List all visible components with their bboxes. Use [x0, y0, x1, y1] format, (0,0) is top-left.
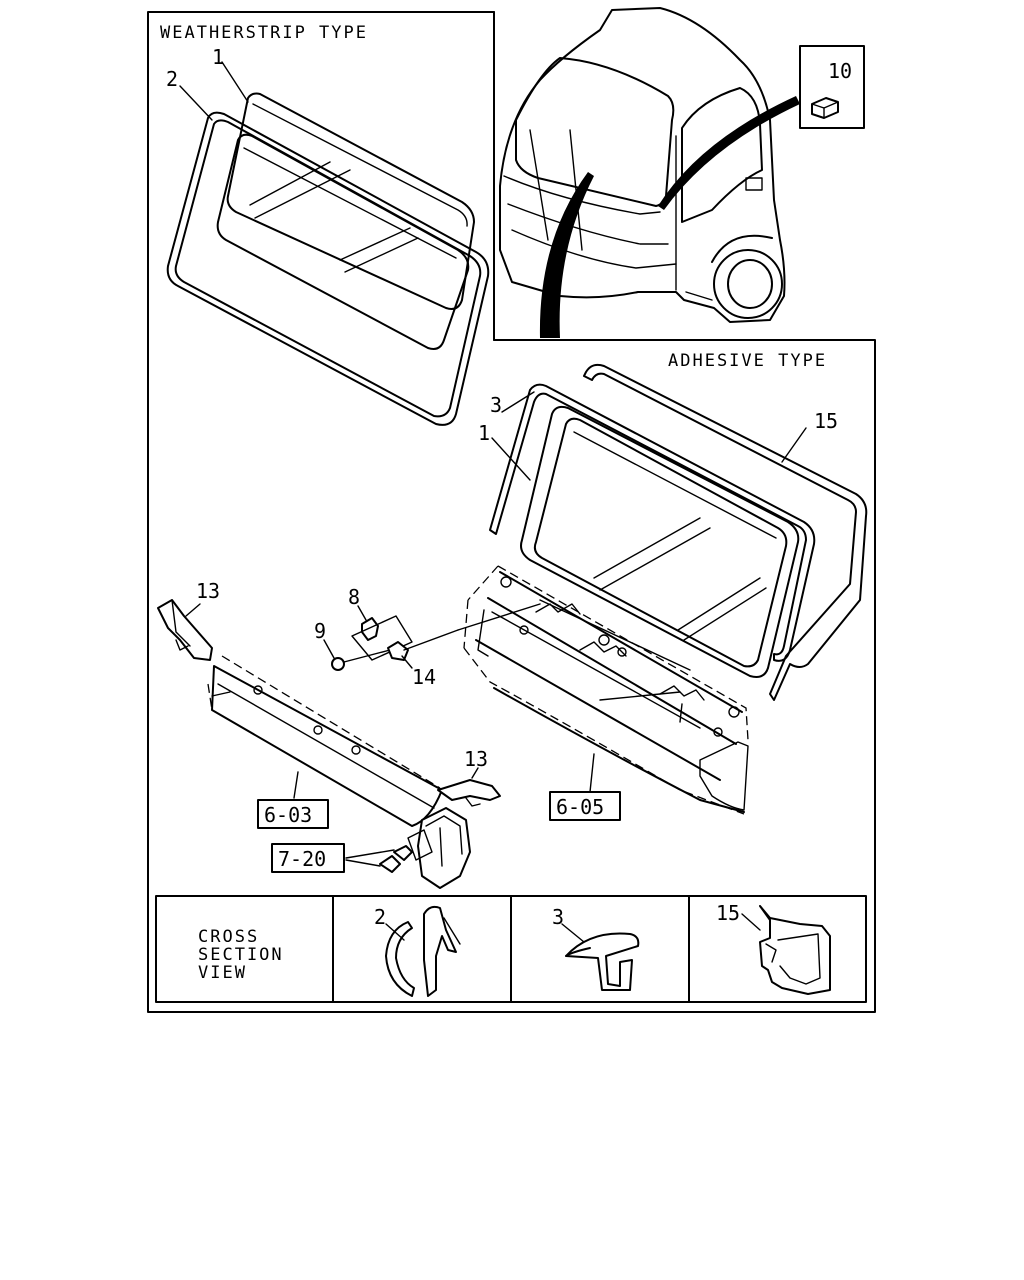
callout-10: 10 [828, 59, 852, 83]
leader-6-05 [589, 753, 595, 793]
leader-7-20 [345, 849, 395, 867]
ref-box-7-20 [271, 843, 345, 873]
ref-6-05: 6-05 [556, 795, 604, 819]
cross-section-table [155, 895, 867, 1003]
bracket-13-right [437, 767, 501, 807]
screw-9 [331, 649, 391, 671]
cowl-panel-6-05 [463, 565, 749, 815]
ref-7-20: 7-20 [278, 847, 326, 871]
section-label-3: 3 [552, 905, 564, 929]
adhesive-moulding-3 [489, 383, 816, 662]
clip-8 [351, 615, 413, 661]
leader-14 [401, 655, 413, 669]
item-10-adhesive-kit [799, 45, 865, 129]
leader-to-panel [457, 603, 541, 631]
cross-section-title-2: SECTION [198, 945, 284, 965]
section-profile-2 [385, 905, 461, 997]
ref-box-6-03 [257, 799, 329, 829]
ref-6-03: 6-03 [264, 803, 312, 827]
section-label-15: 15 [716, 901, 740, 925]
fastener-14 [387, 629, 459, 661]
callout-14: 14 [412, 665, 436, 689]
diagram-frame [147, 11, 876, 1013]
adhesive-type-header: ADHESIVE TYPE [668, 351, 827, 371]
callout-1-adhesive: 1 [478, 421, 490, 445]
weatherstrip-type-header: WEATHERSTRIP TYPE [160, 23, 368, 43]
section-profile-15 [741, 905, 831, 995]
weatherstrip-windshield-glass [226, 92, 475, 310]
hinge-bracket-7-20 [379, 807, 471, 889]
callout-9: 9 [314, 619, 326, 643]
weatherstrip-leaders [179, 61, 249, 121]
leader-6-03 [293, 771, 299, 799]
weatherstrip-seal [166, 111, 490, 426]
cross-section-title-1: CROSS [198, 927, 259, 947]
callout-3-adhesive: 3 [490, 393, 502, 417]
leader-9 [323, 639, 335, 659]
leader-8 [357, 605, 367, 621]
truck-cab-illustration [499, 7, 800, 338]
callout-15-adhesive: 15 [814, 409, 838, 433]
ref-box-6-05 [549, 791, 621, 821]
adhesive-windshield-glass-1 [520, 405, 800, 678]
section-profile-3 [561, 923, 640, 991]
cross-section-title-3: VIEW [198, 963, 247, 983]
callout-13-left: 13 [196, 579, 220, 603]
callout-1-weatherstrip: 1 [212, 45, 224, 69]
callout-2-weatherstrip: 2 [166, 67, 178, 91]
callout-8: 8 [348, 585, 360, 609]
bracket-13-left [157, 599, 213, 661]
adhesive-seal-15 [583, 363, 868, 701]
adhesive-leaders [491, 391, 807, 481]
section-label-2: 2 [374, 905, 386, 929]
callout-13-right: 13 [464, 747, 488, 771]
